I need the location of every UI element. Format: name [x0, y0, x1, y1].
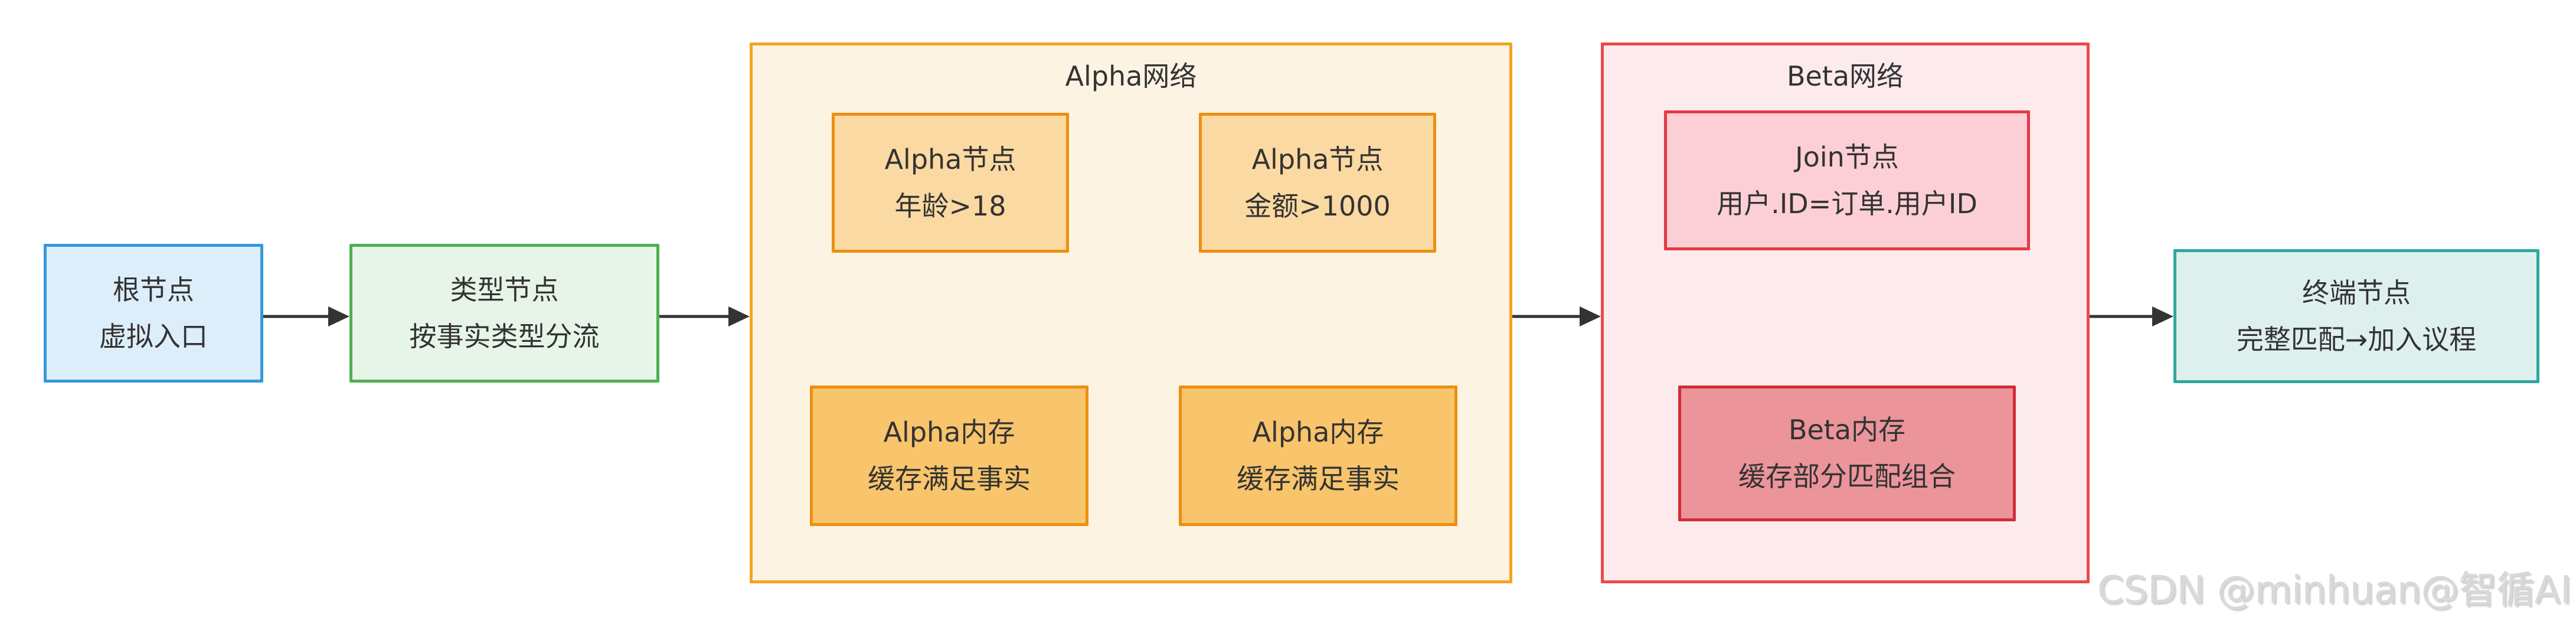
alpha-memory-1-subtitle: 缓存满足事实	[868, 463, 1031, 495]
arrow-type-to-alpha-network	[659, 306, 750, 326]
beta-network-container: Beta网络 Join节点 用户.ID=订单.用户ID Beta内存 缓存部分匹…	[1601, 43, 2090, 583]
join-node-title: Join节点	[1795, 141, 1899, 173]
root-node-subtitle: 虚拟入口	[99, 320, 208, 352]
type-node: 类型节点 按事实类型分流	[349, 244, 659, 383]
root-node-title: 根节点	[113, 273, 194, 306]
root-node: 根节点 虚拟入口	[44, 244, 263, 383]
type-node-subtitle: 按事实类型分流	[409, 320, 600, 352]
beta-memory: Beta内存 缓存部分匹配组合	[1678, 386, 2016, 521]
alpha-memory-2: Alpha内存 缓存满足事实	[1179, 386, 1457, 526]
arrow-beta-to-terminal	[2090, 306, 2173, 326]
alpha-network-container: Alpha网络 Alpha节点 年龄>18 Alpha节点 金额>1000 Al…	[750, 43, 1512, 583]
arrow-root-to-type	[263, 306, 349, 326]
alpha-memory-2-title: Alpha内存	[1252, 416, 1384, 449]
terminal-node-title: 终端节点	[2302, 276, 2411, 309]
beta-memory-subtitle: 缓存部分匹配组合	[1738, 461, 1956, 492]
beta-network-title: Beta网络	[1786, 60, 1904, 92]
alpha-node-age-title: Alpha节点	[884, 143, 1016, 175]
alpha-node-age-condition: 年龄>18	[894, 190, 1006, 222]
type-node-title: 类型节点	[450, 273, 559, 306]
csdn-watermark: CSDN @minhuan@智循AI	[2097, 569, 2571, 612]
alpha-node-age: Alpha节点 年龄>18	[832, 113, 1069, 253]
arrow-alpha-to-beta-network	[1512, 306, 1601, 326]
alpha-network-title: Alpha网络	[1065, 60, 1197, 92]
terminal-node-subtitle: 完整匹配→加入议程	[2236, 323, 2477, 355]
join-node-condition: 用户.ID=订单.用户ID	[1717, 187, 1977, 220]
join-node: Join节点 用户.ID=订单.用户ID	[1664, 110, 2030, 250]
alpha-node-amount-title: Alpha节点	[1251, 143, 1384, 175]
beta-memory-title: Beta内存	[1788, 414, 1906, 446]
alpha-memory-1-title: Alpha内存	[883, 416, 1015, 449]
alpha-node-amount-condition: 金额>1000	[1244, 190, 1391, 222]
alpha-memory-2-subtitle: 缓存满足事实	[1237, 463, 1400, 495]
alpha-node-amount: Alpha节点 金额>1000	[1199, 113, 1436, 253]
alpha-memory-1: Alpha内存 缓存满足事实	[810, 386, 1088, 526]
terminal-node: 终端节点 完整匹配→加入议程	[2173, 249, 2539, 383]
